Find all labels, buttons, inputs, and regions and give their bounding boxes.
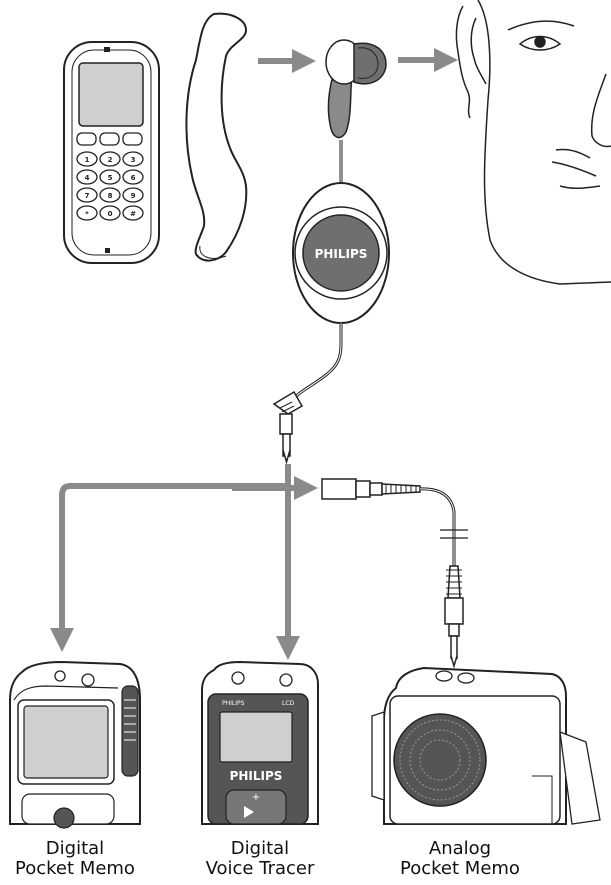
svg-text:#: # <box>130 210 136 218</box>
caption-line-2: Pocket Memo <box>0 859 150 879</box>
svg-text:3: 3 <box>131 156 136 164</box>
caption-line-1: Analog <box>380 839 540 859</box>
caption-line-2: Pocket Memo <box>380 859 540 879</box>
svg-text:6: 6 <box>131 174 136 182</box>
svg-text:7: 7 <box>85 192 90 200</box>
svg-text:9: 9 <box>131 192 136 200</box>
digital-voice-tracer-icon: PHILIPS LCD PHILIPS + <box>202 662 318 824</box>
analog-pocket-memo-icon <box>372 668 600 824</box>
caption-analog-pocket-memo: Analog Pocket Memo <box>380 839 540 879</box>
caption-digital-pocket-memo: Digital Pocket Memo <box>0 839 150 879</box>
reel-logo-text: PHILIPS <box>315 247 368 261</box>
svg-text:0: 0 <box>108 210 113 218</box>
jack-plug-icon <box>274 392 302 462</box>
face-icon <box>456 0 611 284</box>
dvt-right-label: LCD <box>282 700 295 707</box>
svg-text:*: * <box>85 210 89 218</box>
mobile-phone-icon: 1 2 3 4 5 6 7 8 9 * 0 # <box>64 42 159 263</box>
svg-text:8: 8 <box>108 192 113 200</box>
svg-text:2: 2 <box>108 156 113 164</box>
caption-digital-voice-tracer: Digital Voice Tracer <box>180 839 340 879</box>
caption-line-2: Voice Tracer <box>180 859 340 879</box>
distribution-arrows <box>62 464 306 648</box>
svg-text:1: 1 <box>85 156 90 164</box>
digital-pocket-memo-icon <box>10 662 140 828</box>
caption-line-1: Digital <box>180 839 340 859</box>
svg-text:5: 5 <box>108 174 113 182</box>
svg-text:+: + <box>252 792 260 803</box>
adapter-cable <box>322 479 468 666</box>
svg-text:4: 4 <box>85 174 90 182</box>
dvt-small-label: PHILIPS <box>222 700 245 707</box>
dvt-logo-text: PHILIPS <box>230 769 283 783</box>
retractable-cable: PHILIPS <box>291 140 389 402</box>
handset-icon <box>186 14 246 261</box>
caption-line-1: Digital <box>0 839 150 859</box>
earbud-icon <box>326 40 386 138</box>
